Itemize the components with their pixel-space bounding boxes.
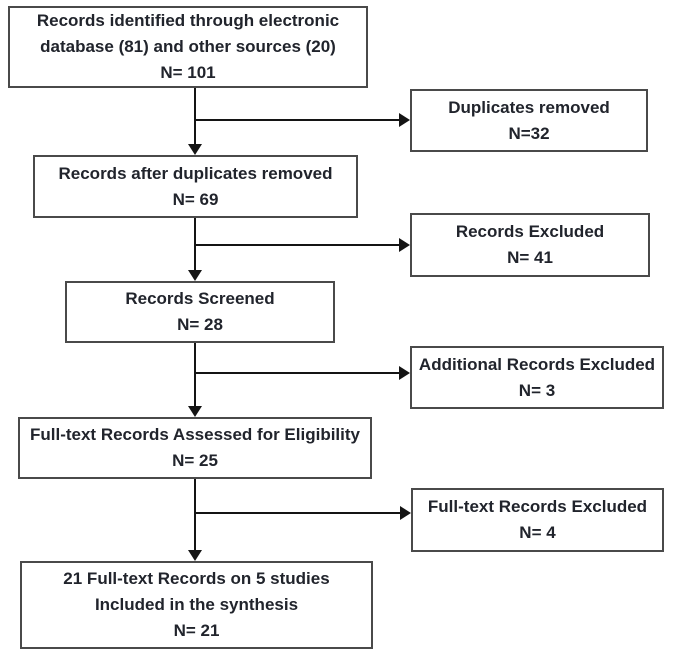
box-duplicates-removed: Duplicates removed N=32 (410, 89, 648, 152)
text-line: Records Excluded (455, 222, 605, 241)
text-line: N=32 (508, 123, 550, 143)
arrow-down-icon (188, 550, 202, 561)
text-line: Included in the synthesis (94, 595, 299, 614)
text-line: N= 25 (172, 451, 218, 470)
arrow-right-icon (400, 506, 411, 520)
text-line: 21 Full-text Records on 5 studies (63, 569, 330, 588)
text-line: N= 28 (177, 315, 223, 334)
text-line: Records Screened (125, 289, 275, 308)
text-line: database (81) and other sources (20) (40, 37, 336, 56)
text-line: N= 4 (519, 523, 556, 542)
text-line: N= 3 (518, 380, 556, 400)
arrow-right-icon (399, 113, 410, 127)
text-line: N= 69 (172, 189, 219, 209)
box-additional-records-excluded: Additional Records Excluded N= 3 (410, 346, 664, 409)
box-fulltext-assessed: Full-text Records Assessed for Eligibili… (18, 417, 372, 479)
flow-line (195, 244, 399, 246)
flow-line (194, 479, 196, 551)
flow-line (195, 512, 400, 514)
text-line: Records identified through electronic (36, 11, 340, 30)
arrow-right-icon (399, 366, 410, 380)
arrow-down-icon (188, 270, 202, 281)
box-records-after-duplicates: Records after duplicates removed N= 69 (33, 155, 358, 218)
arrow-down-icon (188, 144, 202, 155)
text-line: Full-text Records Assessed for Eligibili… (29, 425, 360, 444)
text-line: N= 101 (160, 63, 216, 82)
text-line: Duplicates removed (448, 97, 610, 117)
box-fulltext-records-excluded: Full-text Records Excluded N= 4 (411, 488, 664, 552)
flow-line (194, 343, 196, 409)
box-included-in-synthesis: 21 Full-text Records on 5 studies Includ… (20, 561, 373, 649)
box-records-excluded: Records Excluded N= 41 (410, 213, 650, 277)
text-line: N= 21 (173, 621, 220, 640)
text-line: N= 41 (507, 248, 553, 267)
box-records-screened: Records Screened N= 28 (65, 281, 335, 343)
arrow-down-icon (188, 406, 202, 417)
flow-line (195, 372, 399, 374)
text-line: Additional Records Excluded (418, 354, 656, 374)
text-line: Full-text Records Excluded (427, 497, 648, 516)
text-line: Records after duplicates removed (58, 163, 333, 183)
flow-line (194, 218, 196, 274)
flow-line (194, 88, 196, 148)
arrow-right-icon (399, 238, 410, 252)
flow-line (195, 119, 399, 121)
box-records-identified: Records identified through electronic da… (8, 6, 368, 88)
